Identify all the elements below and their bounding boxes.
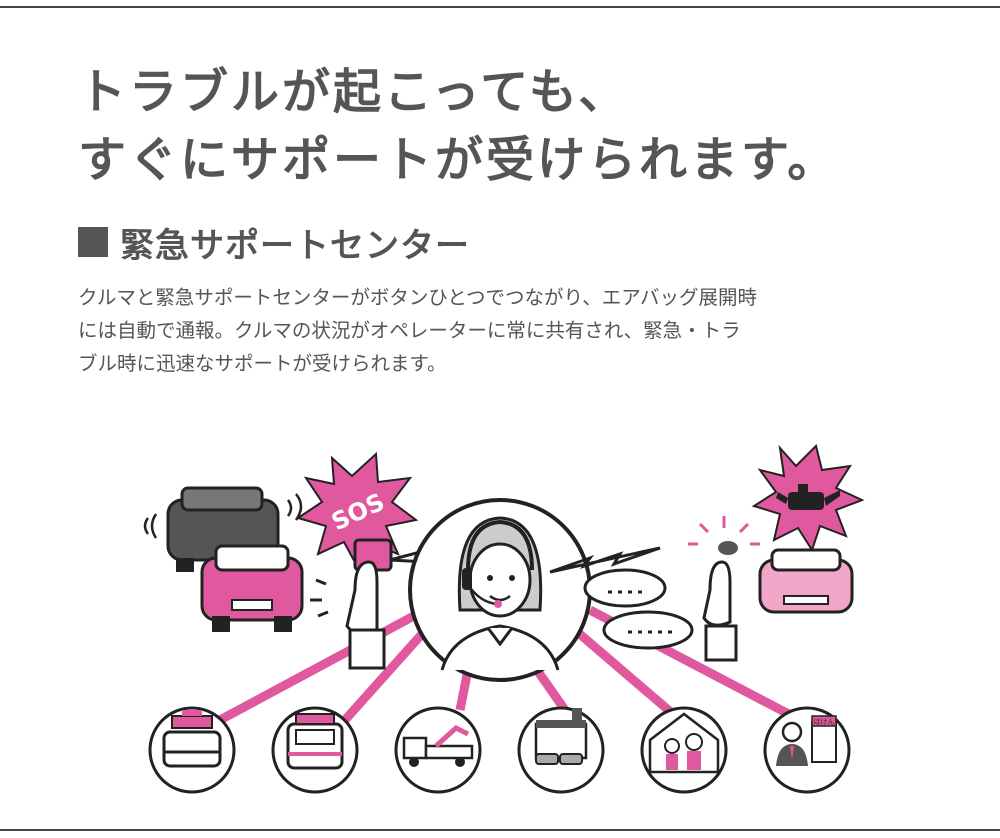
top-divider <box>0 6 1000 8</box>
headline-line-1: トラブルが起こっても、 <box>78 64 630 120</box>
square-bullet-icon <box>78 227 108 257</box>
section-title-label: 緊急サポートセンター <box>120 225 470 266</box>
car-dealer-icon <box>517 706 605 794</box>
description-line-2: には自動で通報。クルマの状況がオペレーターに常に共有され、緊急・トラ <box>78 319 741 342</box>
operator-icon <box>408 498 592 682</box>
description: クルマと緊急サポートセンターがボタンひとつでつながり、エアバッグ展開時 には自動… <box>78 281 958 380</box>
oil-warning-burst-icon <box>751 444 865 553</box>
police-car-icon <box>148 706 236 794</box>
bottom-divider <box>0 829 1000 831</box>
support-center-illustration: SOS <box>143 444 865 794</box>
description-line-1: クルマと緊急サポートセンターがボタンひとつでつながり、エアバッグ展開時 <box>78 286 757 309</box>
page-headline: トラブルが起こっても、 すぐにサポートが受けられます。 <box>78 58 958 194</box>
family-home-icon <box>640 706 728 794</box>
headline-line-2: すぐにサポートが受けられます。 <box>78 132 839 188</box>
ambulance-icon <box>271 706 359 794</box>
hand-pressing-button-icon <box>310 538 393 670</box>
hand-alert-icon <box>688 516 760 662</box>
signal-right-icon <box>549 546 661 574</box>
pink-car-icon <box>200 544 304 632</box>
insurance-agent-icon: ほけん <box>763 706 851 794</box>
tow-truck-icon <box>394 706 482 794</box>
light-pink-car-icon <box>758 548 854 614</box>
shop-sign-label: ほけん <box>814 718 835 726</box>
description-line-3: ブル時に迅速なサポートが受けられます。 <box>78 352 447 375</box>
section-title: 緊急サポートセンター <box>78 220 470 266</box>
speech-bubbles-icon <box>583 568 694 650</box>
